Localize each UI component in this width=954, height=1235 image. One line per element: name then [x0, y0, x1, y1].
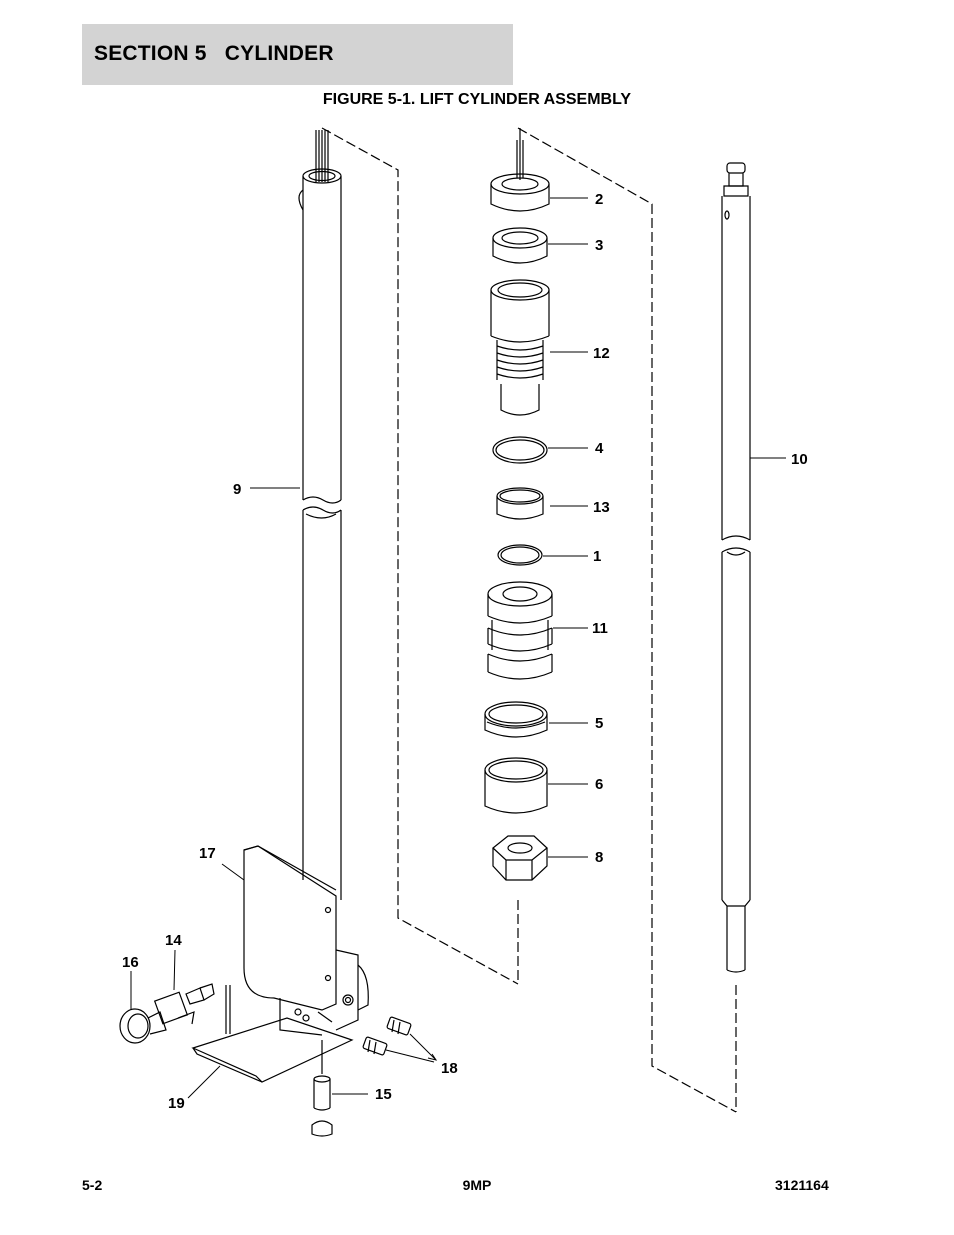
callout-4: 4: [595, 440, 604, 457]
bushing: [311, 1040, 333, 1137]
gland-part-2: [490, 128, 550, 212]
callout-6: 6: [595, 776, 603, 793]
callout-12: 12: [593, 345, 610, 362]
figure-title-text: FIGURE 5-1. LIFT CYLINDER ASSEMBLY: [322, 91, 632, 108]
o-ring-4: [492, 436, 548, 464]
callout-5: 5: [595, 715, 603, 732]
callout-2: 2: [595, 191, 603, 208]
base-block: [243, 845, 369, 1036]
gland-part-12: [490, 279, 550, 416]
gland-part-3: [492, 227, 548, 264]
alignment-lines: [321, 127, 737, 1113]
callout-1: 1: [593, 548, 601, 565]
callout-15: 15: [375, 1086, 392, 1103]
cylinder-rod: [721, 162, 751, 973]
section-title: SECTION 5 CYLINDER: [94, 42, 334, 65]
wear-ring-6: [484, 757, 548, 814]
callout-19: 19: [168, 1095, 185, 1112]
callout-numbers: 2 3 12 4 13 1 11 5 6 8 10 9 17 14 16 18 …: [122, 191, 808, 1112]
piston-11: [487, 581, 553, 680]
callout-16: 16: [122, 954, 139, 971]
footer-doc-number: 3121164: [775, 1177, 829, 1193]
valve-assembly: [119, 983, 215, 1044]
callout-13: 13: [593, 499, 610, 516]
o-ring-1: [497, 544, 543, 566]
foot-plate: [191, 985, 354, 1083]
callout-10: 10: [791, 451, 808, 468]
figure-title: FIGURE 5-1. LIFT CYLINDER ASSEMBLY: [0, 91, 954, 109]
leader-lines: [130, 197, 786, 1099]
seal-5: [484, 701, 548, 738]
wear-ring-13: [496, 487, 544, 520]
callout-14: 14: [165, 932, 182, 949]
callout-18: 18: [441, 1060, 458, 1077]
cylinder-barrel: [298, 130, 342, 900]
hydraulic-fittings: [362, 1016, 412, 1056]
footer-model: 9MP: [462, 1177, 492, 1193]
callout-17: 17: [199, 845, 216, 862]
callout-3: 3: [595, 237, 603, 254]
nut-8: [492, 835, 548, 881]
callout-11: 11: [592, 620, 608, 637]
section-header-banner: SECTION 5 CYLINDER: [82, 24, 513, 85]
footer-page-number: 5-2: [82, 1177, 103, 1193]
callout-8: 8: [595, 849, 603, 866]
callout-9: 9: [233, 481, 241, 498]
